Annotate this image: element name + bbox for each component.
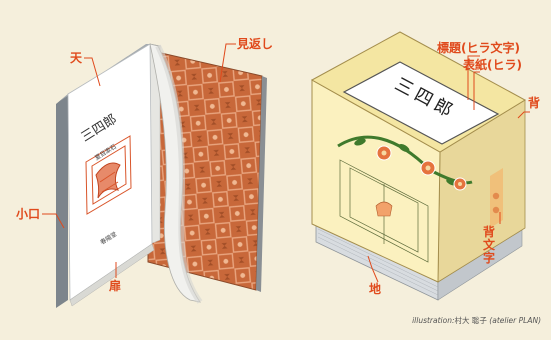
label-tobira: 扉 [109, 279, 122, 293]
label-chi: 地 [369, 282, 382, 296]
back-cover-edge [256, 76, 267, 292]
left-book-spine [56, 94, 68, 308]
label-se: 背 [528, 96, 541, 110]
leader-hyodai [467, 55, 480, 100]
label-hyodai: 標題(ヒラ文字) [437, 41, 520, 55]
title-panel [342, 61, 500, 145]
right-book-page-lines [317, 228, 439, 296]
leader-se [517, 111, 530, 119]
leader-koguchi [42, 213, 65, 229]
leader-mikaeshi [219, 43, 236, 83]
credit-studio: (atelier PLAN) [489, 316, 541, 325]
cover-flowers [376, 145, 467, 191]
label-hyoshi: 表紙(ヒラ) [463, 58, 522, 72]
credit-name: 村大 聡子 [454, 316, 487, 325]
curling-page-shade [155, 44, 203, 304]
spine-flowers [492, 192, 500, 214]
left-book [56, 43, 267, 308]
leader-hyoshi [473, 71, 480, 110]
credit-prefix: illustration: [412, 316, 455, 325]
leader-lines [42, 43, 530, 283]
label-koguchi: 小口 [16, 207, 41, 221]
illustration-credit: illustration:村大 聡子 (atelier PLAN) [412, 315, 541, 326]
leader-chi [367, 255, 379, 283]
right-book [310, 31, 526, 301]
left-book-bottom-edge [69, 243, 155, 307]
leader-ten [84, 57, 101, 87]
title-page-ornament [95, 162, 121, 199]
title-page-art [85, 135, 132, 215]
title-page-ornament-lines [99, 171, 119, 193]
label-mikaeshi: 見返し [237, 37, 274, 51]
label-ten: 天 [70, 51, 83, 65]
title-page-frame [85, 135, 132, 215]
cover-bell-ornament [375, 201, 393, 217]
label-semoji: 背文字 [483, 225, 496, 265]
title-page-inner-frame [91, 145, 127, 205]
